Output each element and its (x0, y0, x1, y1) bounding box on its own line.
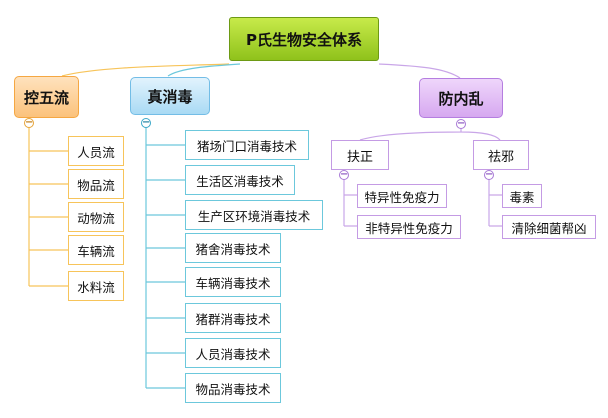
leaf-specific-immunity[interactable]: 特异性免疫力 (357, 184, 447, 208)
leaf-pigpen-disinfection[interactable]: 猪舍消毒技术 (185, 233, 281, 263)
connector-branch1-leaves (29, 150, 68, 287)
branch-node-true-disinfection[interactable]: 真消毒 (130, 77, 210, 115)
leaf-vehicle-flow[interactable]: 车辆流 (68, 235, 124, 265)
leaf-goods-flow[interactable]: 物品流 (68, 169, 124, 199)
connector-root-branch1 (61, 63, 230, 77)
root-node[interactable]: P氏生物安全体系 (229, 17, 379, 61)
sub-node-fuzheng[interactable]: 扶正 (331, 140, 389, 170)
collapse-toggle-fuzheng[interactable]: − (339, 169, 349, 180)
leaf-living-area-disinfection[interactable]: 生活区消毒技术 (185, 165, 295, 195)
leaf-goods-disinfection[interactable]: 物品消毒技术 (185, 373, 281, 403)
connector-branch2-leaves (146, 144, 185, 389)
leaf-personnel-flow[interactable]: 人员流 (68, 136, 124, 166)
branch-node-prevent-internal-disorder[interactable]: 防内乱 (419, 78, 503, 118)
leaf-toxins[interactable]: 毒素 (502, 184, 542, 208)
leaf-farm-gate-disinfection[interactable]: 猪场门口消毒技术 (185, 130, 309, 160)
connector-root-branch2 (167, 63, 241, 77)
branch-node-control-flows[interactable]: 控五流 (14, 76, 79, 118)
leaf-herd-disinfection[interactable]: 猪群消毒技术 (185, 303, 281, 333)
collapse-toggle-branch3[interactable]: − (456, 118, 466, 129)
leaf-water-feed-flow[interactable]: 水料流 (68, 271, 124, 301)
leaf-animal-flow[interactable]: 动物流 (68, 202, 124, 232)
leaf-production-area-disinfection[interactable]: 生产区环境消毒技术 (185, 200, 323, 230)
collapse-toggle-quxie[interactable]: − (484, 169, 494, 180)
leaf-personnel-disinfection[interactable]: 人员消毒技术 (185, 338, 281, 368)
collapse-toggle-branch2[interactable]: − (141, 117, 151, 128)
leaf-vehicle-disinfection[interactable]: 车辆消毒技术 (185, 267, 281, 297)
connector-fuzheng-leaves (343, 176, 357, 227)
leaf-nonspecific-immunity[interactable]: 非特异性免疫力 (357, 215, 461, 239)
connector-branch3-split (359, 126, 501, 141)
connector-quxie-leaves (488, 176, 502, 227)
connector-root-branch3 (378, 63, 461, 79)
collapse-toggle-branch1[interactable]: − (24, 117, 34, 128)
sub-node-quxie[interactable]: 祛邪 (473, 140, 529, 170)
leaf-clear-bacterial-accomplices[interactable]: 清除细菌帮凶 (502, 215, 596, 239)
